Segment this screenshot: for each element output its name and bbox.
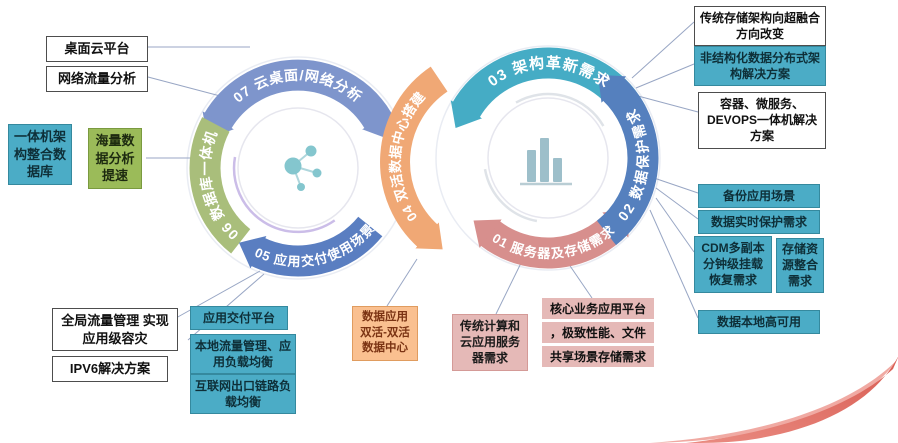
box-realtime-protection: 数据实时保护需求: [698, 210, 820, 235]
swoosh-arrow: [650, 356, 898, 443]
box-internet-link-load-balance: 互联网出口链路负载均衡: [190, 374, 296, 415]
core-business-line: 核心业务应用平台: [542, 298, 654, 319]
connector-lines: [146, 21, 699, 341]
bar-chart-icon: [520, 138, 572, 186]
box-local-high-availability: 数据本地高可用: [698, 310, 820, 335]
box-allinone-db-architecture: 一体机架构整合数据库: [8, 124, 72, 185]
segment-01-arc: [473, 209, 631, 269]
right-guide-ring: [435, 45, 661, 271]
core-business-line: ，极致性能、文件: [542, 322, 654, 343]
connector-line: [653, 177, 699, 194]
connector-line: [635, 63, 695, 89]
core-business-line: 共享场景存储需求: [542, 346, 654, 367]
connector-line: [386, 258, 418, 307]
connector-line: [655, 197, 695, 253]
right-gray-arc-top: [515, 92, 605, 127]
connector-line: [631, 21, 695, 79]
connector-line: [565, 259, 593, 299]
box-app-delivery-platform: 应用交付平台: [190, 306, 288, 331]
box-backup-scenario: 备份应用场景: [698, 184, 820, 209]
segment-04-arc: [380, 66, 448, 250]
box-desktop-cloud-platform: 桌面云平台: [46, 36, 148, 62]
box-core-business-storage: 核心业务应用平台 ，极致性能、文件 共享场景存储需求: [542, 298, 654, 370]
segment-07-arc: [202, 59, 394, 140]
box-ipv6-solution: IPV6解决方案: [52, 356, 168, 382]
box-traditional-cloud-compute: 传统计算和云应用服务器需求: [452, 314, 528, 371]
connector-line: [655, 187, 699, 220]
box-massive-data-speedup: 海量数据分析提速: [88, 128, 142, 189]
segment-06-arc: [189, 117, 251, 254]
box-container-devops-solution: 容器、微服务、DEVOPS一体机解决方案: [698, 92, 826, 149]
box-unstructured-distributed: 非结构化数据分布式架构解决方案: [694, 46, 826, 87]
box-storage-integration: 存储资源整合需求: [776, 238, 824, 293]
segment-02-arc: [596, 74, 659, 246]
connector-line: [495, 260, 523, 315]
segment-05-arc: [238, 216, 383, 277]
molecule-network-icon: [284, 145, 322, 191]
left-purple-arc: [232, 156, 336, 234]
box-global-traffic-management: 全局流量管理 实现应用级容灾: [52, 308, 178, 352]
right-gray-arc-bottom: [483, 168, 538, 223]
connector-line: [649, 209, 699, 319]
connector-line: [147, 76, 225, 98]
connector-line: [637, 95, 699, 113]
box-storage-hyperconverged: 传统存储架构向超融合方向改变: [694, 6, 826, 47]
box-cdm-recovery: CDM多副本分钟级挂载恢复需求: [694, 236, 772, 293]
box-local-traffic-load-balance: 本地流量管理、应用负载均衡: [190, 334, 296, 375]
box-network-traffic-analysis: 网络流量分析: [46, 66, 148, 92]
box-dual-active-data-center: 数据应用双活-双活数据中心: [352, 306, 418, 361]
